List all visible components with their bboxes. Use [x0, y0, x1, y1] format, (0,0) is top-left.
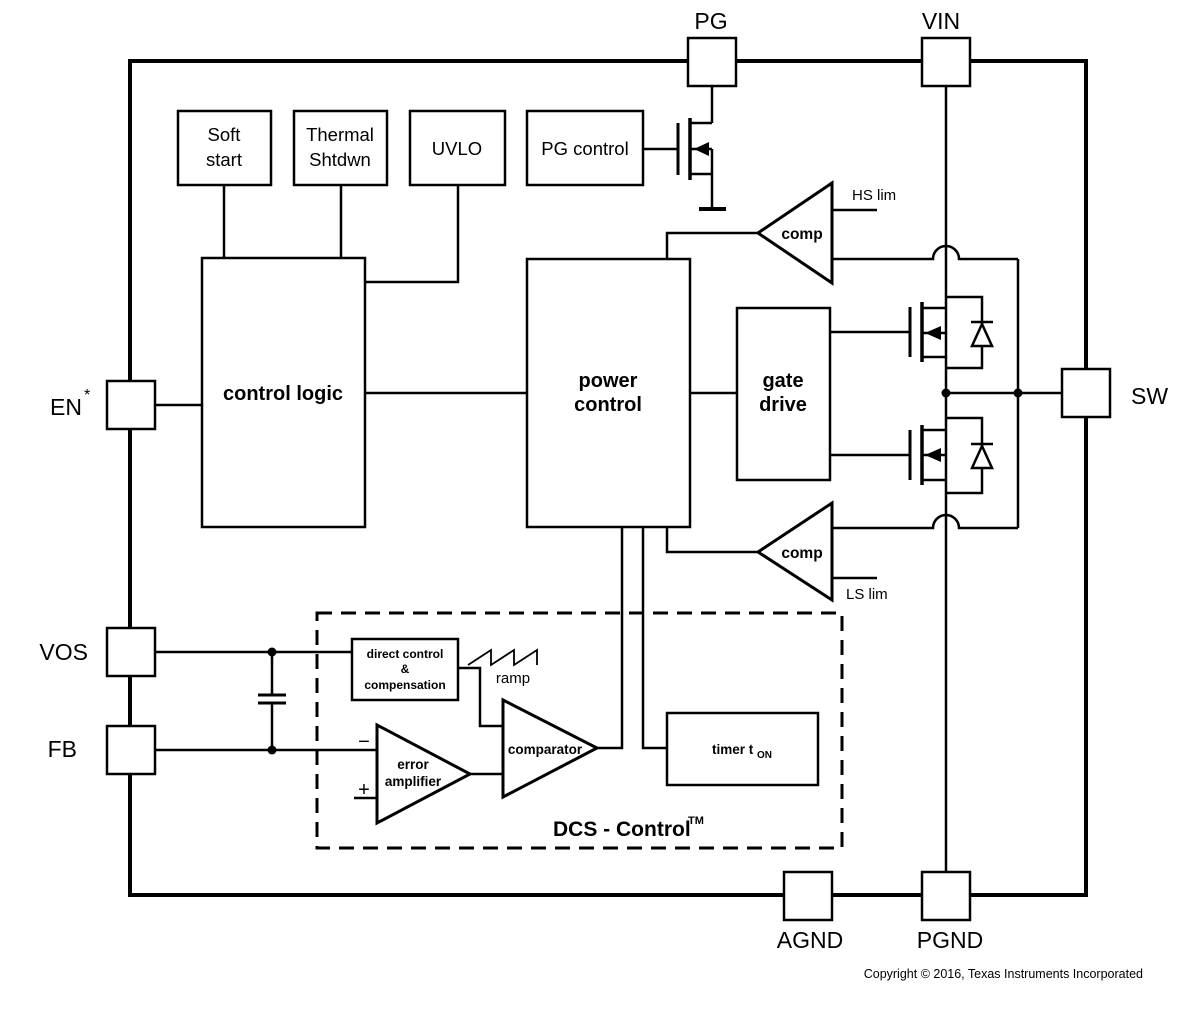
- ls-lim-label: LS lim: [846, 586, 888, 603]
- gate-drive-block: [735, 306, 832, 482]
- wires: [155, 86, 1062, 872]
- timer-label-subscript: ON: [757, 750, 772, 761]
- ls-comp-label: comp: [781, 545, 822, 562]
- sw-pin-label: SW: [1131, 383, 1168, 409]
- vin-pin: [920, 36, 972, 88]
- gate-drive-label-2: drive: [759, 394, 807, 416]
- junction-dots: [267, 388, 1023, 755]
- error-amp-label-1: error: [397, 757, 429, 772]
- pgnd-pin-label: PGND: [917, 927, 983, 953]
- hs-body-diode-loop: [946, 295, 984, 370]
- en-pin-label: EN: [50, 394, 82, 420]
- sw-pin: [1060, 367, 1112, 419]
- junction-fb-cap: [267, 745, 277, 755]
- pg-control-block: [525, 109, 645, 187]
- vos-pin-label: VOS: [39, 639, 88, 665]
- hs-diode-triangle: [970, 320, 994, 348]
- vos-pin: [105, 626, 157, 678]
- triangles: [375, 180, 834, 826]
- power-control-label-1: power: [579, 370, 638, 392]
- junction-sw-sense: [1013, 388, 1023, 398]
- timer-label: timer t: [712, 742, 754, 757]
- gate-drive-label-1: gate: [762, 370, 803, 392]
- direct-control-block: [350, 637, 460, 702]
- pg-control-label: PG control: [541, 138, 628, 159]
- control-logic-block: [200, 256, 367, 529]
- wire-uvlo-to-controllogic: [365, 185, 460, 284]
- hs-fet-arrow: [925, 326, 941, 340]
- pin-squares: [105, 36, 1112, 922]
- power-control-label-2: control: [574, 394, 642, 416]
- comparator-label: comparator: [508, 742, 583, 757]
- wire-powercontrol-to-timer: [641, 527, 667, 750]
- hs-current-comparator: [755, 180, 834, 286]
- low-side-mosfet: [908, 416, 994, 495]
- hs-lim-label: HS lim: [852, 187, 896, 204]
- direct-control-label-3: compensation: [364, 678, 445, 692]
- ramp-waveform-icon: [467, 648, 538, 667]
- ls-diode-triangle: [970, 442, 994, 470]
- agnd-pin-label: AGND: [777, 927, 843, 953]
- wire-comparator-to-powercontrol: [597, 527, 624, 750]
- pg-pin: [686, 36, 738, 88]
- direct-control-label-2: &: [401, 662, 410, 676]
- ramp-label: ramp: [496, 670, 530, 687]
- power-control-block: [525, 257, 692, 529]
- error-amp-plus-sign: +: [358, 779, 370, 801]
- soft-start-label-1: Soft: [208, 124, 241, 145]
- soft-start-block: [176, 109, 273, 187]
- soft-start-label-2: start: [206, 149, 242, 170]
- control-logic-label: control logic: [223, 383, 343, 405]
- uvlo-block: [408, 109, 507, 187]
- junction-vos-cap: [267, 647, 277, 657]
- capacitor: [258, 693, 286, 705]
- thermal-shutdown-block: [292, 109, 389, 187]
- pg-fet-arrow: [694, 142, 709, 156]
- thermal-label-2: Shtdwn: [309, 149, 371, 170]
- fb-pin-label: FB: [48, 736, 77, 762]
- uvlo-label: UVLO: [432, 138, 482, 159]
- chip-outline: [128, 59, 1088, 897]
- error-amp-label-2: amplifier: [385, 774, 442, 789]
- pg-pin-label: PG: [694, 8, 727, 34]
- agnd-pin: [782, 870, 834, 922]
- wire-lscomp-sense-with-jump: [832, 513, 1018, 530]
- junction-sw-rail: [941, 388, 951, 398]
- direct-control-label-1: direct control: [367, 647, 444, 661]
- high-side-mosfet: [908, 295, 994, 370]
- wire-directcontrol-to-comparator: [458, 666, 503, 728]
- en-pin: [105, 379, 157, 431]
- pg-mosfet: [676, 118, 726, 211]
- ls-current-comparator: [755, 500, 834, 603]
- en-pin-asterisk: *: [84, 387, 90, 404]
- wire-lscomp-output: [665, 527, 758, 554]
- comparator-triangle: [501, 697, 601, 800]
- error-amp-minus-sign: −: [358, 731, 370, 753]
- thermal-label-1: Thermal: [306, 124, 374, 145]
- pgnd-pin: [920, 870, 972, 922]
- dcs-control-tm-superscript: TM: [688, 815, 704, 827]
- dcs-control-dashed-box: [315, 611, 844, 850]
- wire-hscomp-sense-with-jump: [832, 244, 1018, 261]
- blocks: [176, 109, 832, 787]
- ls-fet-arrow: [925, 448, 941, 462]
- fb-pin: [105, 724, 157, 776]
- vin-pin-label: VIN: [922, 8, 960, 34]
- timer-block: [665, 711, 820, 787]
- wire-hscomp-output: [665, 231, 758, 259]
- text-layer: PG VIN EN * VOS FB SW AGND PGND Soft sta…: [39, 8, 1168, 981]
- dcs-control-title: DCS - Control: [553, 818, 691, 841]
- copyright-notice: Copyright © 2016, Texas Instruments Inco…: [864, 967, 1143, 981]
- hs-comp-label: comp: [781, 226, 822, 243]
- error-amplifier-triangle: [375, 722, 474, 826]
